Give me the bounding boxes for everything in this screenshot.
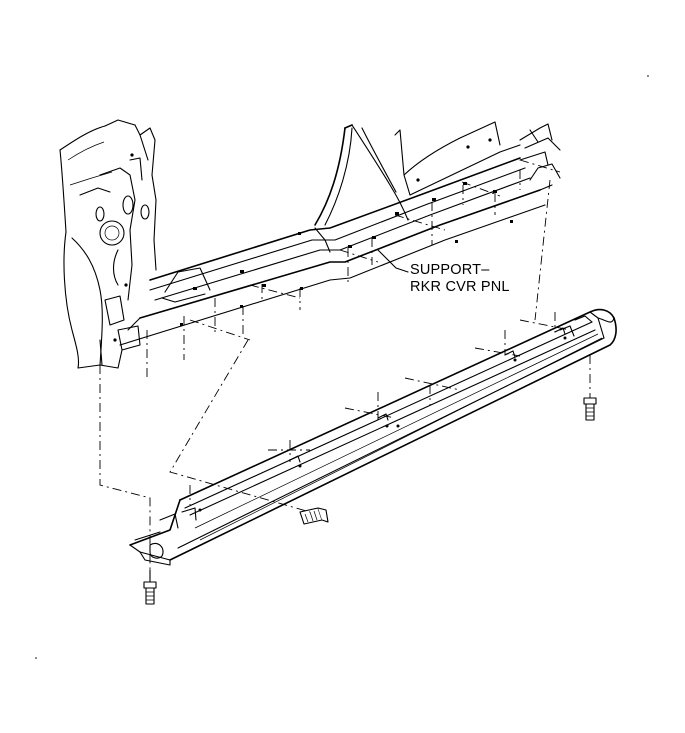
clip-fastener-icon-front: [583, 397, 597, 421]
label-line-1: SUPPORT–: [410, 262, 490, 278]
callout-leader-line: [377, 249, 409, 273]
support-rkr-cvr-pnl-label: SUPPORT– RKR CVR PNL: [410, 262, 510, 296]
clip-fastener-icon: [143, 569, 157, 605]
center-lines: [99, 159, 591, 570]
rocker-cover-panel: [129, 308, 617, 566]
screw-icon: [299, 507, 329, 525]
body-side-structure: [59, 119, 561, 369]
label-line-2: RKR CVR PNL: [410, 279, 510, 295]
sill-holes: [113, 138, 513, 342]
